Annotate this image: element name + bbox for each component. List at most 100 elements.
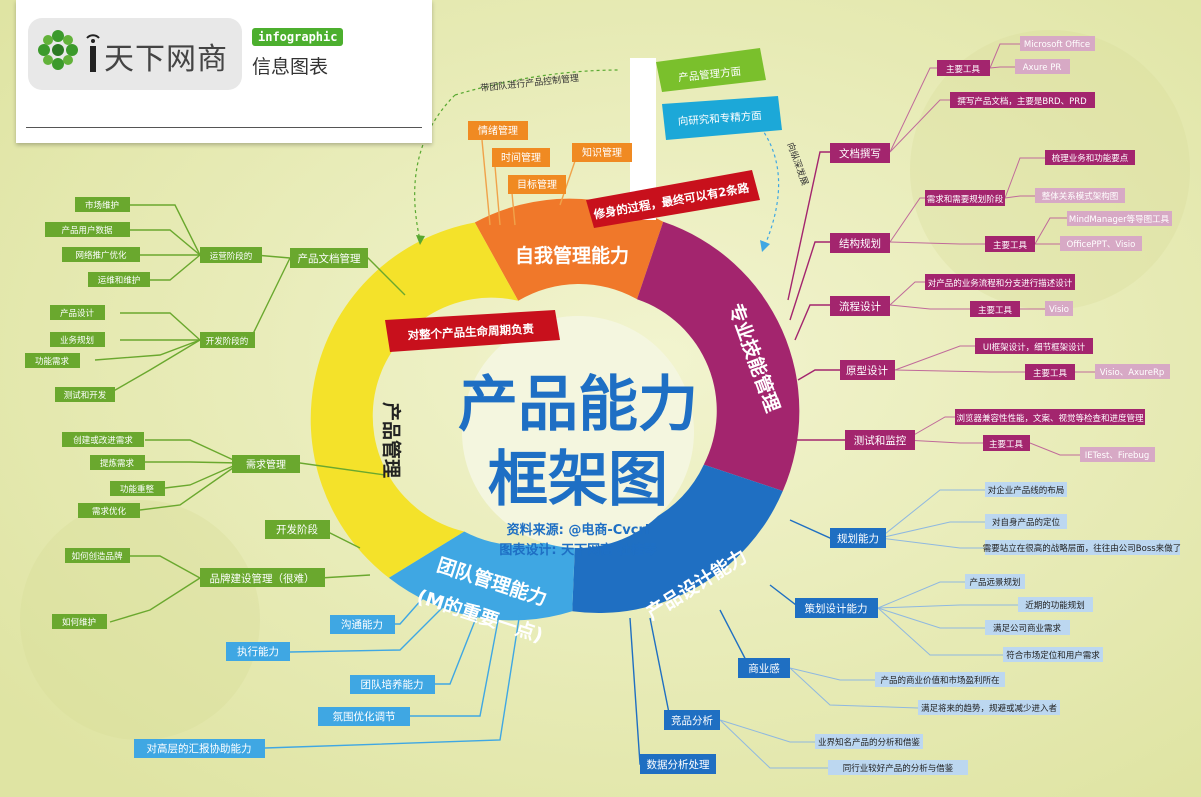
prototype-tools-label: 主要工具 <box>1033 368 1068 379</box>
structure-tools-label: 主要工具 <box>993 240 1028 251</box>
team-training: 团队培养能力 <box>361 678 424 691</box>
planning-item-3: 需要站立在很高的战略层面，往往由公司Boss来做了 <box>983 543 1181 554</box>
skills-connectors <box>787 151 845 441</box>
competitor-item-2: 同行业较好产品的分析与借鉴 <box>843 763 954 774</box>
ring <box>310 198 800 621</box>
ring-top-label: 自我管理能力 <box>515 244 629 267</box>
dev-item-4: 测试和开发 <box>64 390 107 401</box>
req-item-3: 功能重整 <box>120 484 155 495</box>
ring-right-segment <box>637 221 800 492</box>
doc-tool-axure: Axure PR <box>1023 63 1062 73</box>
ring-bottom-label: 产品设计能力 <box>642 545 751 625</box>
skill-prototype: 原型设计 <box>846 364 888 377</box>
ops-item-2: 产品用户数据 <box>61 225 113 236</box>
planning-item-1: 对企业产品线的布局 <box>988 485 1065 496</box>
test-tool: IETest、Firebug <box>1085 451 1149 461</box>
center-source: 资料来源: @电商-Cvcri <box>507 522 650 538</box>
doc-tool-office: Microsoft Office <box>1024 40 1090 50</box>
ring-left-label: 产品管理 <box>380 402 403 478</box>
planning-item-2: 对自身产品的定位 <box>992 517 1061 528</box>
team-execution: 执行能力 <box>237 645 279 658</box>
pm-ops: 运营阶段的 <box>210 251 253 262</box>
skill-flow: 流程设计 <box>839 300 881 313</box>
skill-test: 测试和监控 <box>854 434 907 447</box>
label-boxes <box>25 36 1180 775</box>
design-competitor: 竞品分析 <box>671 714 713 727</box>
signal-i-icon <box>86 34 100 72</box>
self-item-knowledge: 知识管理 <box>582 146 622 159</box>
competitor-item-1: 业界知名产品的分析和借鉴 <box>818 737 921 748</box>
design-data: 数据分析处理 <box>647 758 710 771</box>
test-tools-label: 主要工具 <box>989 439 1024 450</box>
ring-right-label: 专业技能管理 <box>724 300 785 415</box>
design-sub-connectors <box>719 489 1018 769</box>
dev-item-3: 功能需求 <box>35 356 70 367</box>
flow-tool-visio: Visio <box>1049 305 1069 315</box>
ring-bottom-left-segment <box>388 531 576 621</box>
dev-item-2: 业务规划 <box>60 335 94 346</box>
skill-doc: 文档撰写 <box>839 147 881 160</box>
pm-brand: 品牌建设管理（很难） <box>210 572 315 585</box>
header-divider <box>26 127 422 128</box>
structure-tool-mindmanager: MindManager等导图工具 <box>1069 214 1170 225</box>
skills-sub-connectors <box>889 43 1095 456</box>
business-item-1: 产品的商业价值和市场盈利所在 <box>880 675 999 686</box>
skill-structure: 结构规划 <box>839 237 881 250</box>
brand-item-2: 如何维护 <box>62 617 96 628</box>
req-item-1: 创建或改进需求 <box>73 435 133 446</box>
ops-item-4: 运维和维护 <box>98 275 141 286</box>
ops-item-3: 网络推广优化 <box>75 250 127 261</box>
flow-desc: 对产品的业务流程和分支进行描述设计 <box>928 278 1073 289</box>
strategy-item-2: 近期的功能规划 <box>1025 600 1085 611</box>
center-designer: 图表设计: 天下网商 杜桂琴 <box>499 542 657 558</box>
req-item-4: 需求优化 <box>92 506 127 517</box>
pm-req: 需求管理 <box>246 458 286 471</box>
logo-name: 天下网商 <box>104 42 228 77</box>
structure-sub-item-2: 整体关系模式架构图 <box>1042 191 1119 202</box>
ring-bottom-segment <box>572 464 783 613</box>
design-business: 商业感 <box>748 662 780 675</box>
infographic-tag: infographic <box>252 28 344 46</box>
self-cultivation-ribbon: 修身的过程，最终可以有2条路 <box>592 180 751 221</box>
strategy-item-1: 产品远景规划 <box>969 577 1020 588</box>
self-item-time: 时间管理 <box>501 151 541 164</box>
pm-dev: 开发阶段的 <box>206 336 249 347</box>
prototype-tool: Visio、AxureRp <box>1100 368 1165 378</box>
ring-center <box>462 316 694 548</box>
self-connectors <box>481 139 576 226</box>
lead-team-note: 带团队进行产品控制管理 <box>480 72 580 94</box>
self-item-emotion: 情绪管理 <box>478 124 518 137</box>
doc-tools-label: 主要工具 <box>946 64 981 75</box>
structure-sub: 需求和需要规划阶段 <box>927 194 1004 205</box>
brand-item-1: 如何创造品牌 <box>71 551 123 562</box>
prototype-desc: UI框架设计，细节框架设计 <box>983 342 1086 353</box>
business-item-2: 满足将来的趋势，规避或减少进入者 <box>921 703 1058 714</box>
flow-tools-label: 主要工具 <box>978 305 1013 316</box>
center-title-line1: 产品能力 <box>458 370 698 440</box>
pm-doc-mgmt: 产品文档管理 <box>298 252 361 265</box>
design-strategy: 策划设计能力 <box>805 602 868 615</box>
doc-desc: 撰写产品文档，主要是BRD、PRD <box>957 96 1087 107</box>
team-atmosphere: 氛围优化调节 <box>333 710 396 723</box>
team-report: 对高层的汇报协助能力 <box>147 742 252 755</box>
infographic-tag-cn: 信息图表 <box>252 56 329 78</box>
center-title-line2: 框架图 <box>488 445 668 515</box>
path-research-flag: 向研究和专精方面 <box>677 109 762 128</box>
strategy-item-3: 满足公司商业需求 <box>993 623 1062 634</box>
test-desc: 浏览器兼容性性能，文案、视觉等检查和进度管理 <box>956 413 1144 424</box>
dev-item-1: 产品设计 <box>60 308 95 319</box>
strategy-item-4: 符合市场定位和用户需求 <box>1006 650 1100 661</box>
pm-dev-stage: 开发阶段 <box>276 523 318 536</box>
deep-note: 向纵深发展 <box>784 141 811 187</box>
path-management-flag: 产品管理方面 <box>678 65 742 85</box>
design-planning: 规划能力 <box>837 532 879 545</box>
lifecycle-ribbon: 对整个产品生命周期负责 <box>407 322 535 343</box>
req-item-2: 提炼需求 <box>100 458 135 469</box>
self-item-goal: 目标管理 <box>517 178 557 191</box>
logo-box <box>28 18 242 90</box>
structure-tool-office: OfficePPT、Visio <box>1067 240 1136 250</box>
flower-logo-icon <box>38 30 78 70</box>
